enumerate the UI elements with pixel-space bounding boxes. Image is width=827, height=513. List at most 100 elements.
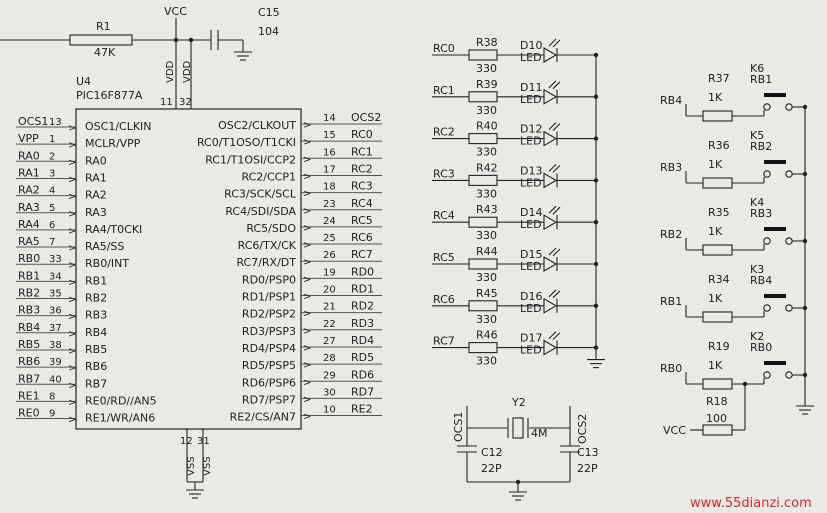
led-res-value: 330 — [476, 271, 497, 284]
mcu-right-pin-name: RC6/TX/CK — [238, 239, 297, 252]
resistor — [702, 311, 733, 323]
pin-marker: > — [68, 157, 76, 168]
mcu-left-net: RB6 — [18, 355, 40, 368]
key-label: RB4 — [750, 274, 772, 287]
led-ray — [548, 80, 557, 89]
pin-marker: > — [68, 243, 76, 254]
mcu-right-pin-num: 29 — [323, 370, 336, 381]
c13-name: C13 — [577, 446, 599, 459]
mcu-right-net: RD1 — [351, 283, 374, 296]
pin-marker: > — [303, 206, 311, 217]
mcu-right-net: RC3 — [351, 180, 373, 193]
crystal-circuit: OCS1 OCS2 Y2 4M C12 22P C13 22P — [452, 396, 599, 501]
mcu-left-net: RB7 — [18, 372, 40, 385]
key-contact — [785, 304, 793, 312]
led-res-name: R40 — [476, 120, 498, 133]
key-res-name: R34 — [708, 273, 730, 286]
pin-marker: > — [303, 309, 311, 320]
led-type: LED — [520, 51, 542, 64]
pin-marker: > — [303, 326, 311, 337]
led-ray — [552, 123, 561, 131]
led-res-name: R39 — [476, 78, 498, 91]
pin-marker: > — [68, 192, 76, 203]
mcu-left-net: OCS1 — [18, 115, 48, 128]
pin-marker: > — [303, 257, 311, 268]
mcu-right-pin-num: 20 — [323, 285, 336, 296]
mcu-left-net: RB1 — [18, 269, 40, 282]
pin-marker: > — [68, 123, 76, 134]
key-res-value: 1K — [708, 292, 723, 305]
pin-marker: > — [303, 154, 311, 165]
led-icon — [543, 297, 558, 314]
led-name: D10 — [520, 39, 542, 52]
key-net: RB1 — [660, 295, 682, 308]
key-contact — [763, 103, 771, 111]
mcu-right-pin-name: RD2/PSP2 — [242, 308, 296, 321]
resistor — [468, 300, 498, 312]
mcu-left-net: RB2 — [18, 287, 40, 300]
mcu-left-pin-num: 34 — [49, 271, 62, 282]
led-icon — [543, 339, 558, 356]
mcu-left-pin-num: 6 — [49, 220, 55, 231]
mcu-left-net: RA3 — [18, 201, 40, 214]
mcu-right-pin-num: 27 — [323, 336, 336, 347]
mcu-right-net: RD5 — [351, 351, 374, 364]
vdd-pin-label-1: VDD — [165, 60, 176, 83]
pin-marker: > — [68, 260, 76, 271]
led-net: RC0 — [433, 42, 455, 55]
pin-marker: > — [303, 223, 311, 234]
pin-marker: > — [303, 377, 311, 388]
mcu-right-pin-name: RD3/PSP3 — [242, 325, 296, 338]
led-ray — [548, 247, 557, 256]
led-name: D15 — [520, 248, 542, 261]
led-icon — [543, 256, 558, 272]
key-name: K6 — [750, 62, 764, 75]
led-ray — [552, 39, 561, 48]
led-res-value: 330 — [476, 355, 497, 368]
key-res-value: 1K — [708, 359, 723, 372]
vss-pin-label-2: VSS — [202, 456, 213, 476]
resistor — [468, 342, 498, 354]
mcu-right-pin-name: RC5/SDO — [246, 222, 296, 235]
crystal-y2 — [512, 417, 524, 439]
led-ray — [548, 289, 557, 298]
mcu-left-net: RA1 — [18, 166, 40, 179]
mcu-right-net: RD2 — [351, 300, 374, 313]
mcu-right-pin-name: RD1/PSP1 — [242, 291, 296, 304]
mcu-right-pin-num: 24 — [323, 216, 336, 227]
key-net: RB0 — [660, 362, 682, 375]
led-icon — [543, 214, 558, 231]
mcu-right-net: RC1 — [351, 145, 373, 158]
crystal-left-net: OCS1 — [452, 412, 465, 442]
led-name: D12 — [520, 123, 542, 136]
mcu-right-net: RD6 — [351, 368, 374, 381]
mcu-left-pin-name: RA3 — [85, 206, 107, 219]
led-type: LED — [520, 176, 542, 189]
vdd-pin-label-2: VDD — [182, 60, 193, 83]
pin-marker: > — [68, 174, 76, 185]
watermark: www.55dianzi.com — [690, 496, 812, 511]
pin-marker: > — [68, 415, 76, 426]
mcu-right-pin-name: RC0/T1OSO/T1CKI — [197, 136, 296, 149]
vss-pin-label-1: VSS — [186, 456, 197, 476]
key-res-value: 1K — [708, 225, 723, 238]
mcu-right-pin-name: RD6/PSP6 — [242, 376, 296, 389]
led-icon — [543, 88, 558, 105]
key-label: RB0 — [750, 341, 772, 354]
mcu-body — [75, 108, 302, 430]
pin-marker: > — [68, 209, 76, 220]
pin-marker: > — [303, 360, 311, 371]
led-name: D16 — [520, 290, 542, 303]
pin-marker: > — [303, 394, 311, 405]
led-ray — [548, 331, 557, 339]
mcu-left-pin-name: RB7 — [85, 377, 107, 390]
mcu-left-pin-num: 4 — [49, 186, 55, 197]
mcu-right-pin-name: RC3/SCK/SCL — [224, 188, 297, 201]
led-res-value: 330 — [476, 313, 497, 326]
